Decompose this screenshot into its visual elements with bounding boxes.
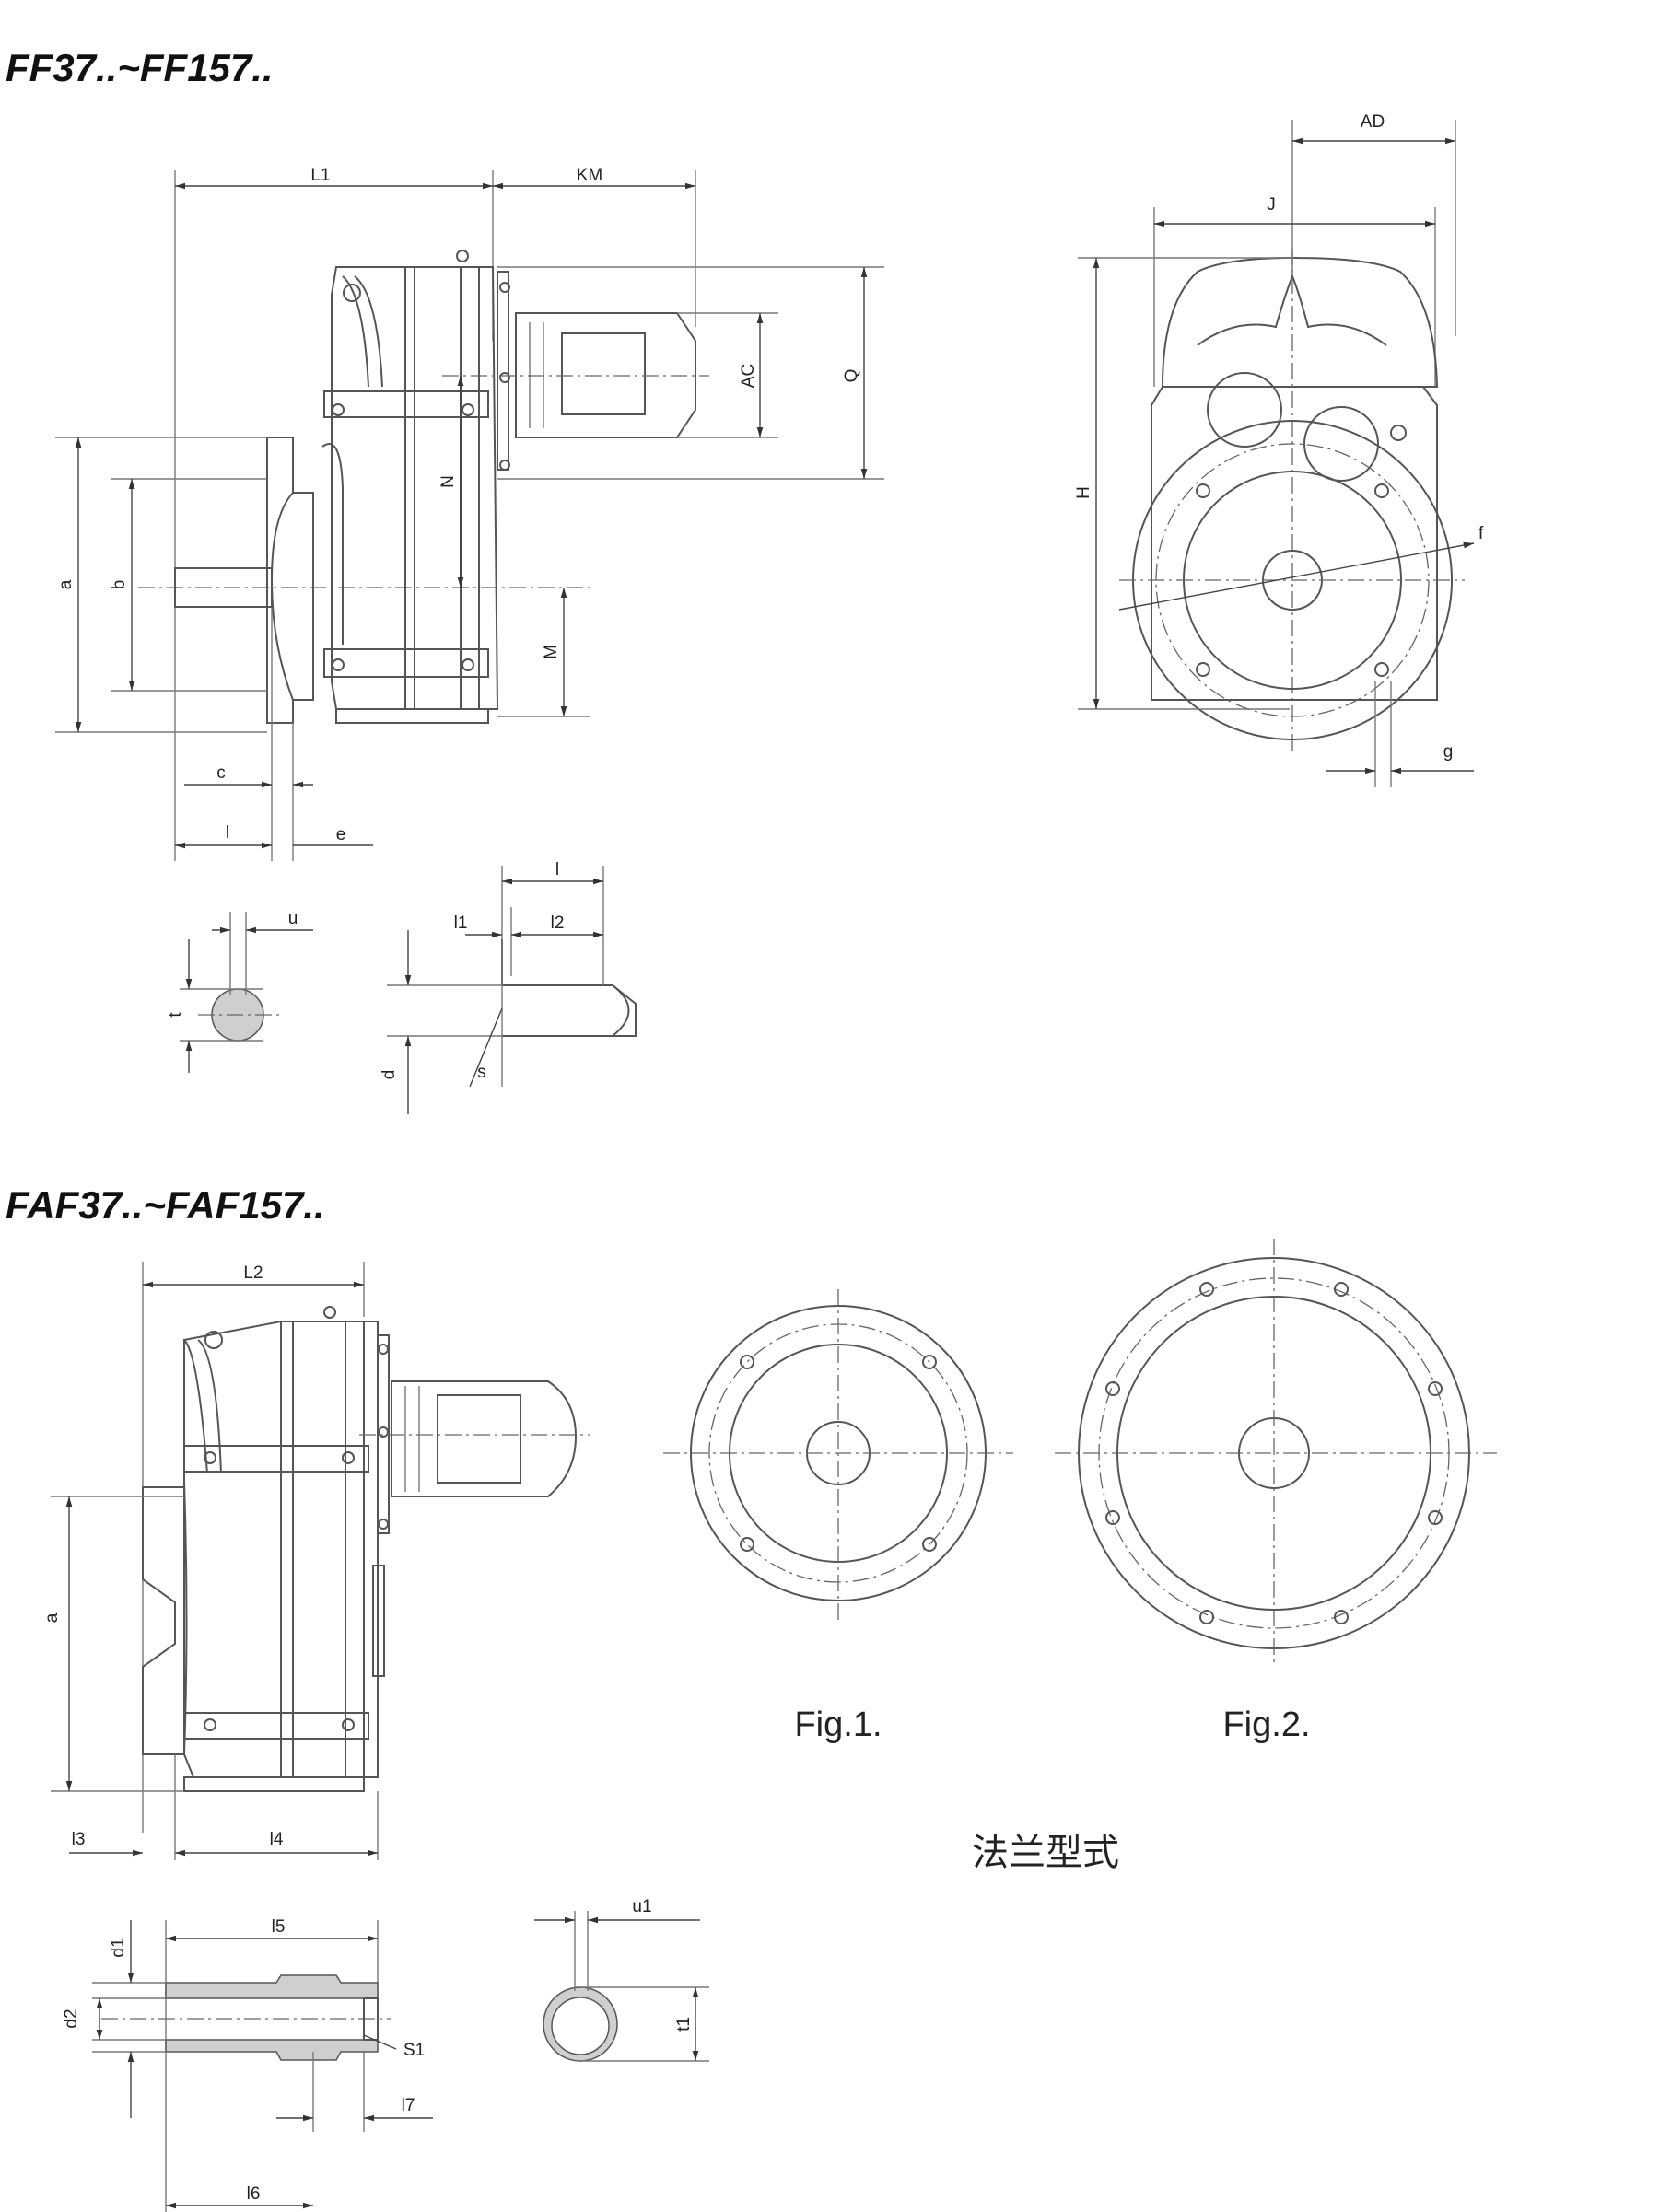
label-l-shaft: l — [555, 860, 559, 879]
faf-hollow-shaft-end — [534, 1911, 709, 2062]
label-a-bottom: a — [42, 1612, 62, 1623]
label-d1: d1 — [109, 1938, 128, 1957]
label-a-top: a — [56, 579, 76, 589]
label-l1: l1 — [454, 914, 468, 933]
label-t: t — [166, 1012, 185, 1018]
faf-side-view — [51, 1262, 590, 1860]
flange-caption: 法兰型式 — [972, 1832, 1119, 1874]
ff-shaft-details — [180, 866, 637, 1114]
label-M: M — [542, 645, 561, 659]
faf-hollow-shaft-section — [92, 1920, 433, 2212]
label-H: H — [1074, 486, 1093, 499]
label-L2: L2 — [243, 1263, 263, 1283]
label-d: d — [380, 1070, 399, 1080]
label-AD: AD — [1361, 112, 1385, 132]
label-S1: S1 — [403, 2041, 425, 2060]
title-ff-series: FF37..~FF157.. — [6, 46, 274, 89]
label-s: s — [477, 1063, 486, 1082]
label-KM: KM — [577, 166, 603, 185]
label-d2: d2 — [62, 2008, 81, 2028]
label-J: J — [1267, 195, 1276, 215]
label-l4: l4 — [270, 1830, 284, 1849]
label-t1: t1 — [674, 2017, 694, 2032]
label-l3: l3 — [72, 1830, 86, 1849]
label-f: f — [1478, 524, 1484, 543]
label-L1: L1 — [310, 166, 330, 185]
ff-side-view — [55, 170, 884, 861]
label-g: g — [1443, 742, 1454, 762]
label-c: c — [216, 763, 226, 783]
fig2-label: Fig.2. — [1222, 1706, 1310, 1744]
title-faf-series: FAF37..~FAF157.. — [6, 1183, 325, 1227]
dimension-labels: L1 KM AD J AC Q N H a b M f c l e g u t … — [42, 112, 1484, 2204]
label-Q: Q — [842, 369, 861, 383]
label-l6: l6 — [247, 2184, 261, 2204]
label-u1: u1 — [632, 1897, 651, 1916]
label-b: b — [110, 580, 129, 590]
label-N: N — [438, 475, 458, 488]
label-l5: l5 — [272, 1917, 286, 1937]
label-l7: l7 — [402, 2096, 415, 2115]
label-l2: l2 — [551, 914, 565, 933]
label-e: e — [336, 825, 346, 844]
label-AC: AC — [739, 364, 758, 388]
flange-fig1 — [663, 1289, 1013, 1621]
label-u: u — [288, 909, 298, 928]
ff-front-view — [1078, 120, 1475, 787]
label-l-top: l — [226, 823, 229, 843]
flange-fig2 — [1055, 1239, 1497, 1662]
fig1-label: Fig.1. — [794, 1706, 882, 1744]
